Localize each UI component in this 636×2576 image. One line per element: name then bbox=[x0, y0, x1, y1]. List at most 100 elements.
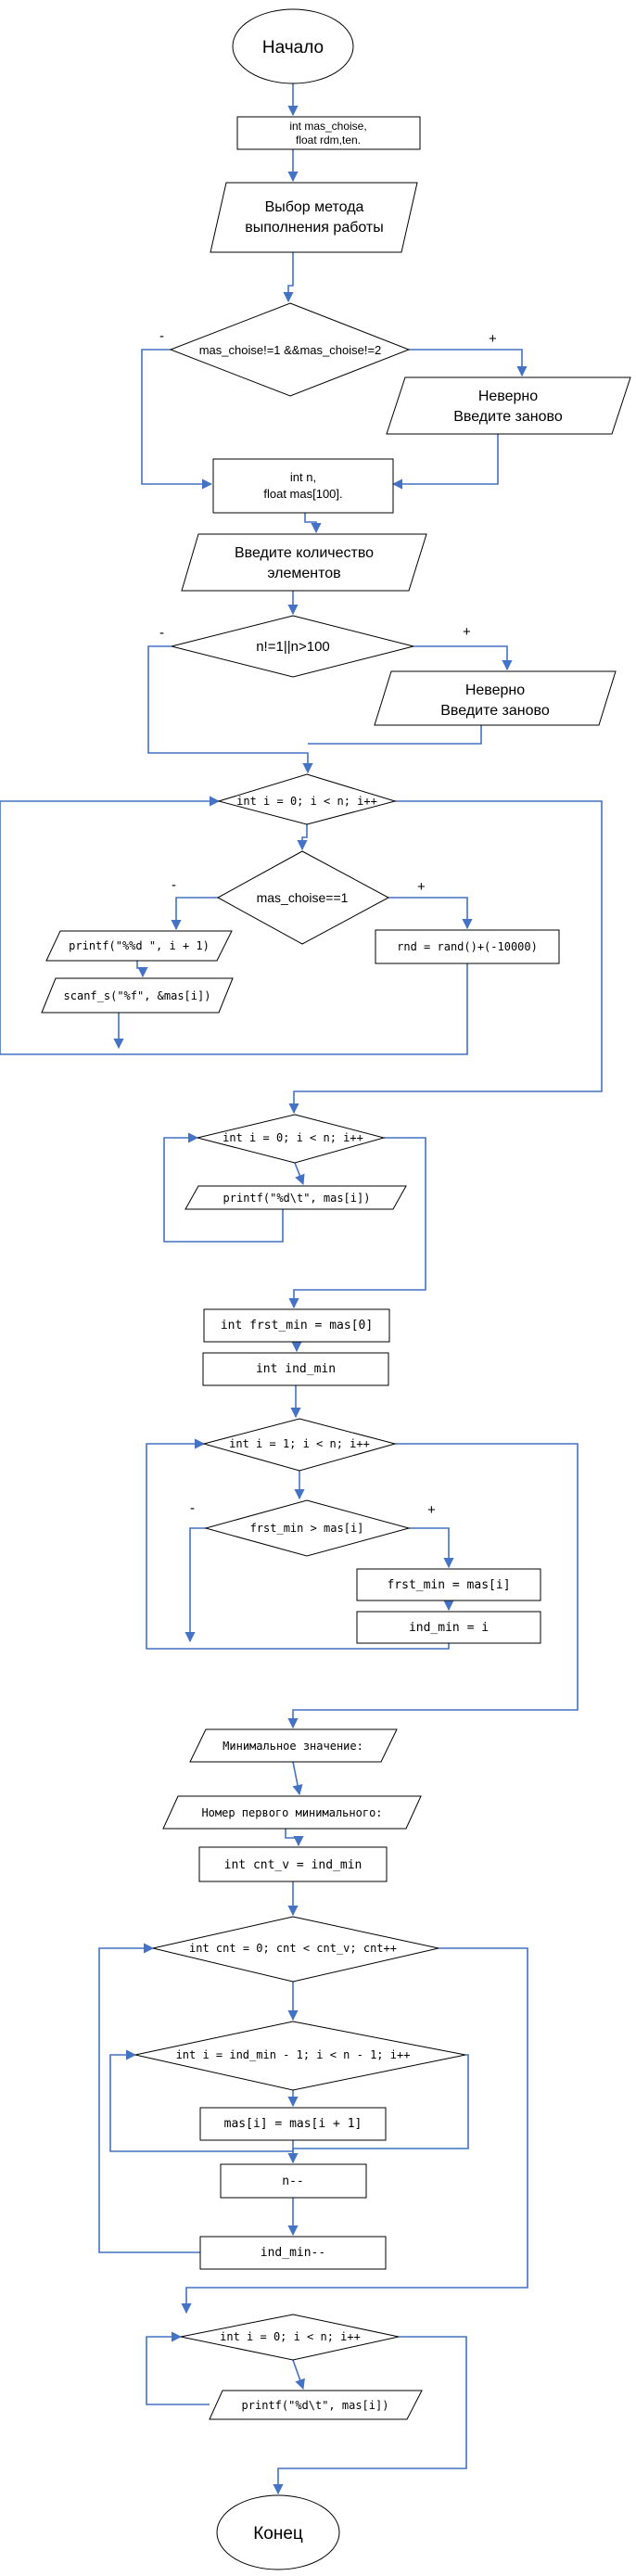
edge-cond3-no bbox=[171, 897, 218, 931]
error-1-line-1: Неверно bbox=[478, 389, 538, 404]
output-index-label: Номер первого минимального: bbox=[201, 1806, 382, 1819]
decision-mas-choise: mas_choise!=1 &&mas_choise!=2 bbox=[169, 302, 411, 397]
shift-assign-block: mas[i] = mas[i + 1] bbox=[199, 2107, 387, 2141]
edge-print2-loopback bbox=[163, 1132, 284, 1243]
edge-loop5-exit bbox=[287, 2054, 469, 2164]
decision-mas-choise-label: mas_choise!=1 &&mas_choise!=2 bbox=[199, 343, 382, 357]
branch-yes-sign: + bbox=[427, 1502, 436, 1518]
branch-no-sign: - bbox=[190, 1500, 195, 1516]
init-ind-min-block: int ind_min bbox=[202, 1352, 389, 1386]
assign-frst-min-label: frst_min = mas[i] bbox=[387, 1578, 510, 1592]
loop-print-final-label: int i = 0; i < n; i++ bbox=[220, 2330, 361, 2343]
scanf-input: scanf_s("%f", &mas[i]) bbox=[41, 977, 234, 1014]
decrement-n-label: n-- bbox=[282, 2174, 303, 2188]
input-count-block: Введите количество элементов bbox=[181, 533, 427, 592]
edge-decl2-input bbox=[304, 513, 322, 534]
loop-find-min: int i = 1; i < n; i++ bbox=[202, 1418, 397, 1472]
choose-line-2: выполнения работы bbox=[245, 220, 384, 236]
declare-n-line-1: int n, bbox=[290, 470, 316, 484]
declare-line-1: int mas_choise, bbox=[289, 120, 366, 133]
edge-loop4-exit bbox=[181, 1947, 528, 2315]
decision-compare-min: frst_min > mas[i] bbox=[204, 1499, 411, 1557]
edge-assign2-loopback bbox=[146, 1438, 450, 1650]
edge-rnd-loopback bbox=[0, 796, 468, 1055]
loop-print-label: int i = 0; i < n; i++ bbox=[223, 1131, 363, 1144]
random-fill-block: rnd = rand()+(-10000) bbox=[375, 929, 560, 964]
error-output-1: Неверно Введите заново bbox=[386, 376, 631, 435]
error-1-line-2: Введите заново bbox=[453, 409, 563, 425]
branch-yes-sign: + bbox=[463, 624, 471, 640]
input-count-line-1: Введите количество bbox=[235, 545, 374, 561]
error-2-line-2: Введите заново bbox=[440, 703, 550, 719]
loop-print-final: int i = 0; i < n; i++ bbox=[180, 2314, 400, 2361]
init-frst-min-label: int frst_min = mas[0] bbox=[221, 1319, 373, 1333]
end-label: Конец bbox=[253, 2524, 303, 2544]
branch-no-sign: - bbox=[159, 625, 164, 641]
edge-print1-scan1 bbox=[136, 961, 148, 978]
edge-loop2-print2 bbox=[294, 1162, 305, 1186]
output-min-value: Минимальное значение: bbox=[189, 1728, 398, 1763]
edge-print3-loopback bbox=[146, 2331, 210, 2405]
edge-cond2-yes bbox=[413, 645, 513, 671]
edge-cond4-yes bbox=[409, 1527, 454, 1569]
branch-yes-sign: + bbox=[489, 331, 497, 347]
loop-find-min-label: int i = 1; i < n; i++ bbox=[229, 1437, 370, 1450]
error-output-2: Неверно Введите заново bbox=[374, 670, 617, 726]
assign-ind-min-block: ind_min = i bbox=[356, 1611, 541, 1644]
start-terminator: Начало bbox=[232, 8, 354, 84]
start-label: Начало bbox=[262, 38, 324, 57]
print-index-output: printf("%%d ", i + 1) bbox=[45, 930, 233, 962]
print-final-output: printf("%d\t", mas[i]) bbox=[209, 2390, 423, 2420]
scanf-label: scanf_s("%f", &mas[i]) bbox=[64, 989, 211, 1002]
init-ind-min-label: int ind_min bbox=[256, 1362, 336, 1376]
loop-shift-count-label: int cnt = 0; cnt < cnt_v; cnt++ bbox=[189, 1942, 397, 1955]
init-cnt-v-label: int cnt_v = ind_min bbox=[224, 1858, 363, 1872]
decision-method: mas_choise==1 bbox=[216, 850, 390, 945]
branch-no-sign: - bbox=[172, 877, 176, 893]
random-fill-label: rnd = rand()+(-10000) bbox=[397, 940, 538, 953]
loop-shift-elements: int i = ind_min - 1; i < n - 1; i++ bbox=[134, 2021, 466, 2091]
declare-n-line-2: float mas[100]. bbox=[263, 487, 342, 501]
choose-line-1: Выбор метода bbox=[265, 199, 364, 215]
branch-yes-sign: + bbox=[417, 879, 426, 895]
assign-ind-min-label: ind_min = i bbox=[409, 1621, 489, 1635]
decrement-n-block: n-- bbox=[220, 2163, 367, 2199]
edge-loop1-cond3 bbox=[297, 824, 308, 851]
shift-assign-label: mas[i] = mas[i + 1] bbox=[224, 2117, 363, 2131]
decision-compare-label: frst_min > mas[i] bbox=[250, 1522, 364, 1535]
edge-shift-loopback bbox=[109, 2049, 294, 2152]
declare-n-block: int n, float mas[100]. bbox=[212, 458, 394, 514]
branch-no-sign: - bbox=[159, 328, 164, 344]
decision-n-range: n!=1||n>100 bbox=[171, 615, 414, 678]
loop-input-elements: int i = 0; i < n; i++ bbox=[217, 773, 397, 825]
edge-loop6-print3 bbox=[292, 2359, 305, 2391]
output-min-index: Номер первого минимального: bbox=[162, 1795, 422, 1830]
loop-shift-elements-label: int i = ind_min - 1; i < n - 1; i++ bbox=[176, 2048, 411, 2061]
edge-outmin-outnum bbox=[292, 1761, 303, 1796]
init-cnt-v-block: int cnt_v = ind_min bbox=[198, 1846, 388, 1882]
decision-n-range-label: n!=1||n>100 bbox=[256, 639, 330, 655]
edge-choose-cond1 bbox=[283, 252, 294, 303]
edge-inddec-loopback bbox=[98, 1943, 200, 2253]
edge-outnum-cntv bbox=[285, 1829, 304, 1847]
edge-loop6-exit bbox=[273, 2336, 467, 2495]
edge-loop1-exit bbox=[288, 800, 603, 1115]
loop-shift-count: int cnt = 0; cnt < cnt_v; cnt++ bbox=[152, 1916, 439, 1983]
print-array-output: printf("%d\t", mas[i]) bbox=[184, 1185, 407, 1210]
assign-frst-min-block: frst_min = mas[i] bbox=[356, 1568, 541, 1601]
edge-err1-decl2 bbox=[391, 434, 499, 490]
edge-cond1-no bbox=[141, 349, 213, 490]
connectors bbox=[0, 83, 603, 2495]
declare-mas-choise-block: int mas_choise, float rdm,ten. bbox=[236, 116, 421, 150]
edge-err2-merge bbox=[308, 725, 482, 745]
decrement-ind-min-block: ind_min-- bbox=[199, 2236, 387, 2270]
edge-loop3-exit bbox=[287, 1443, 579, 1729]
declare-line-2: float rdm,ten. bbox=[296, 134, 361, 147]
init-frst-min-block: int frst_min = mas[0] bbox=[203, 1308, 390, 1343]
end-terminator: Конец bbox=[216, 2494, 340, 2570]
decrement-ind-min-label: ind_min-- bbox=[261, 2246, 325, 2260]
print-array-label: printf("%d\t", mas[i]) bbox=[223, 1192, 371, 1205]
print-index-label: printf("%%d ", i + 1) bbox=[69, 939, 210, 952]
edge-cond2-no bbox=[147, 645, 313, 774]
